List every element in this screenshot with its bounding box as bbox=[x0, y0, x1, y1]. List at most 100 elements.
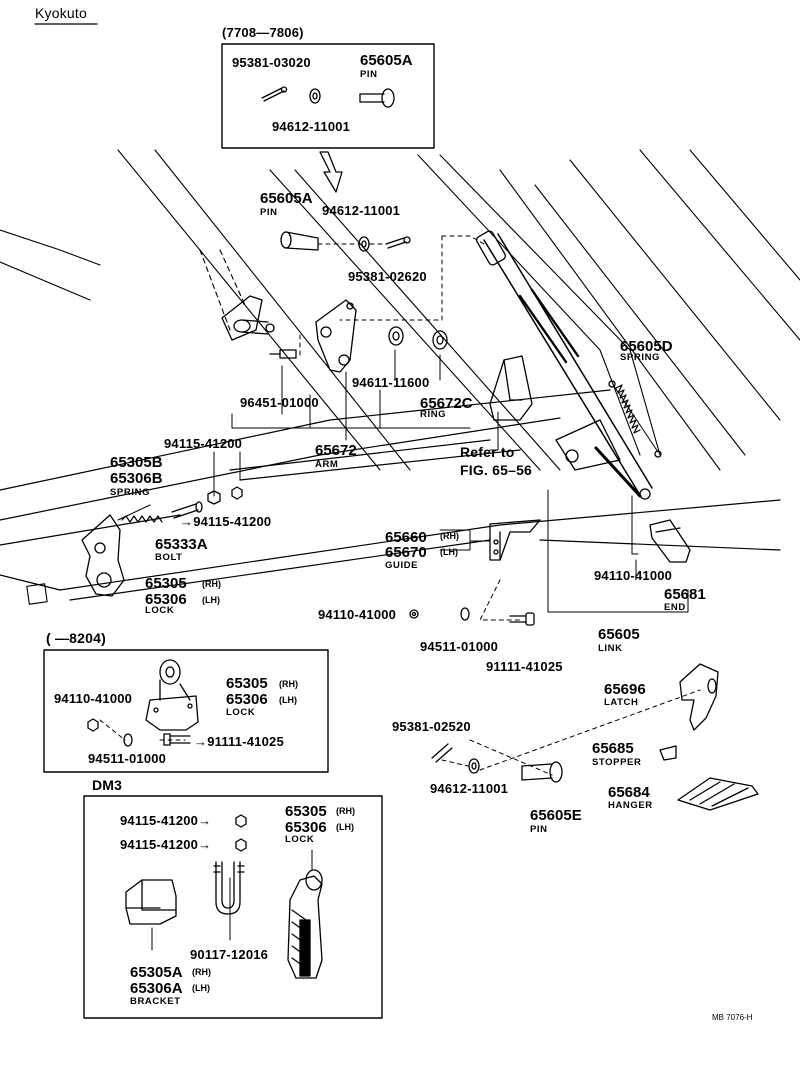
part-name-link: LINK bbox=[598, 643, 623, 654]
part-name-bracket: BRACKET bbox=[130, 996, 181, 1007]
cotter-pin-icon bbox=[261, 86, 288, 102]
part-65306-dm3: 65306 bbox=[285, 819, 327, 836]
stopper-icon bbox=[659, 745, 677, 761]
part-94110-41000-inset: 94110-41000 bbox=[54, 691, 133, 706]
washer-icon bbox=[468, 758, 480, 774]
part-name-hanger: HANGER bbox=[608, 800, 653, 811]
part-65696: 65696 bbox=[604, 681, 646, 698]
lock-lh-label: (LH) bbox=[336, 822, 354, 832]
bolt-icon bbox=[163, 733, 191, 746]
u-bolt-icon bbox=[213, 861, 245, 915]
part-94511-01000: 94511-01000 bbox=[420, 639, 499, 654]
inset-frame-8204 bbox=[43, 649, 329, 773]
part-65605A-main: 65605A bbox=[260, 190, 313, 207]
lock-lh-label: (LH) bbox=[279, 695, 297, 705]
part-65305B: 65305B bbox=[110, 454, 163, 471]
part-name-arm: ARM bbox=[315, 459, 339, 470]
part-65605: 65605 bbox=[598, 626, 640, 643]
part-65605E: 65605E bbox=[530, 807, 582, 824]
drawing-code: MB 7076-H bbox=[712, 1013, 753, 1022]
part-94115-41200-dm3-a: 94115-41200→ bbox=[120, 813, 212, 828]
part-65672C: 65672C bbox=[420, 395, 473, 412]
part-65305A: 65305A bbox=[130, 964, 183, 981]
spring-icon bbox=[121, 515, 163, 523]
part-94110-41000: 94110-41000 bbox=[318, 607, 397, 622]
lock-rh-label: (RH) bbox=[336, 806, 355, 816]
part-name-pin: PIN bbox=[260, 207, 278, 218]
part-94612-11001-lower: 94612-11001 bbox=[430, 781, 509, 796]
part-94115-41200-dm3-b: 94115-41200→ bbox=[120, 837, 212, 852]
part-94110-41000-b: 94110-41000 bbox=[594, 568, 673, 583]
part-94115-41200-b: →94115-41200 bbox=[180, 514, 272, 529]
hanger-icon bbox=[677, 777, 759, 811]
part-65681: 65681 bbox=[664, 586, 706, 603]
part-65672: 65672 bbox=[315, 442, 357, 459]
part-90117-12016: 90117-12016 bbox=[190, 947, 269, 962]
bolt-icon bbox=[171, 501, 203, 519]
nut-icon bbox=[409, 609, 419, 619]
lock-rh-label: (RH) bbox=[279, 679, 298, 689]
bracket-icon bbox=[125, 879, 177, 925]
washer-icon bbox=[460, 607, 470, 621]
arrow-down-icon bbox=[319, 151, 343, 193]
arm-icon bbox=[221, 295, 357, 373]
part-name-guide: GUIDE bbox=[385, 560, 419, 571]
refer-to-label: Refer to bbox=[460, 444, 515, 460]
washer-icon bbox=[309, 88, 321, 104]
part-65605D: 65605D bbox=[620, 338, 673, 355]
part-95381-03020: 95381-03020 bbox=[232, 55, 311, 70]
refer-fig-label: FIG. 65–56 bbox=[460, 462, 533, 478]
pin-icon bbox=[280, 231, 319, 251]
nut-icon bbox=[235, 814, 247, 852]
inset-frame-7708 bbox=[221, 43, 435, 149]
part-65306B: 65306B bbox=[110, 470, 163, 487]
guide-rh-label: (RH) bbox=[440, 531, 459, 541]
part-65333A: 65333A bbox=[155, 536, 208, 553]
part-65660: 65660 bbox=[385, 529, 427, 546]
part-name-latch: LATCH bbox=[604, 697, 639, 708]
part-65605A: 65605A bbox=[360, 52, 413, 69]
part-65306-inset: 65306 bbox=[226, 691, 268, 708]
part-65684: 65684 bbox=[608, 784, 650, 801]
spring-icon bbox=[608, 380, 662, 458]
dm3-title: DM3 bbox=[92, 777, 123, 793]
date-range-label: (7708—7806) bbox=[222, 25, 304, 40]
ring-icon bbox=[388, 326, 448, 350]
link-assembly bbox=[476, 230, 653, 500]
guide-icon bbox=[489, 519, 541, 561]
cotter-pin-icon bbox=[431, 743, 453, 763]
inset-frame-dm3 bbox=[83, 795, 383, 1019]
part-name-spring: SPRING bbox=[620, 352, 661, 363]
part-name-pin: PIN bbox=[360, 69, 378, 80]
part-91111-41025: 91111-41025 bbox=[486, 659, 563, 674]
part-name-pin: PIN bbox=[530, 824, 548, 835]
part-94115-41200: 94115-41200 bbox=[164, 436, 243, 451]
part-95381-02620: 95381-02620 bbox=[348, 269, 427, 284]
part-65306: 65306 bbox=[145, 591, 187, 608]
bolt-icon bbox=[269, 349, 297, 359]
part-name-bolt: BOLT bbox=[155, 552, 183, 563]
bracket-rh-label: (RH) bbox=[192, 967, 211, 977]
nut-icon bbox=[87, 718, 99, 732]
pin-icon bbox=[521, 761, 563, 783]
part-94612-11001: 94612-11001 bbox=[272, 119, 351, 134]
part-name-lock: LOCK bbox=[145, 605, 175, 616]
lock-icon bbox=[145, 659, 199, 731]
part-name-stopper: STOPPER bbox=[592, 757, 642, 768]
date-range-8204: ( —8204) bbox=[46, 630, 106, 646]
part-name-lock: LOCK bbox=[226, 707, 256, 718]
part-95381-02520: 95381-02520 bbox=[392, 719, 471, 734]
lock-icon bbox=[81, 504, 151, 597]
part-65670: 65670 bbox=[385, 544, 427, 561]
washer-icon bbox=[123, 733, 133, 747]
part-65305-dm3: 65305 bbox=[285, 803, 327, 820]
part-name-end: END bbox=[664, 602, 686, 613]
part-name-lock: LOCK bbox=[285, 834, 315, 845]
cotter-pin-icon bbox=[385, 236, 411, 249]
part-name-spring: SPRING bbox=[110, 487, 151, 498]
lock-rh-label: (RH) bbox=[202, 579, 221, 589]
bracket-lh-label: (LH) bbox=[192, 983, 210, 993]
lock-lh-label: (LH) bbox=[202, 595, 220, 605]
